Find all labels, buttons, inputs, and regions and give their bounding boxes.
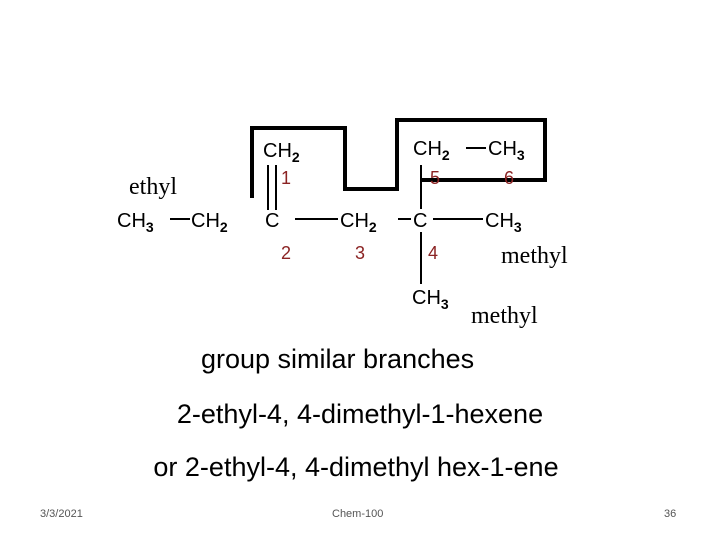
ethyl-label: ethyl [129,174,177,200]
ch2-mid-label: CH2 [340,210,377,235]
ch2-right-top-label: CH2 [413,138,450,163]
ch3-left-label: CH3 [117,210,154,235]
carbon-number-1: 1 [281,168,291,188]
main-chain-bracket [250,126,373,198]
ch2-top-label: CH2 [263,140,300,165]
carbon-number-4: 4 [428,243,438,263]
c4-label: C [413,210,427,232]
ch2-left-label: CH2 [191,210,228,235]
footer-date: 3/3/2021 [40,508,83,520]
c2-label: C [265,210,279,232]
methyl-bottom-label: methyl [471,303,538,329]
carbon-number-3: 3 [355,243,365,263]
ch3-right-label: CH3 [485,210,522,235]
footer-page-number: 36 [664,508,677,520]
name-line-2: or 2-ethyl-4, 4-dimethyl hex-1-ene [153,452,558,482]
footer-course: Chem-100 [332,508,384,520]
carbon-number-5: 5 [430,168,440,188]
methyl-right-label: methyl [501,243,568,269]
ch3-top-right-label: CH3 [488,138,525,163]
name-line-1: 2-ethyl-4, 4-dimethyl-1-hexene [177,399,543,429]
ch3-bottom-label: CH3 [412,287,449,312]
main-chain-bracket-right [373,118,547,191]
carbon-number-6: 6 [504,168,514,188]
group-note: group similar branches [201,344,474,374]
carbon-number-2: 2 [281,243,291,263]
